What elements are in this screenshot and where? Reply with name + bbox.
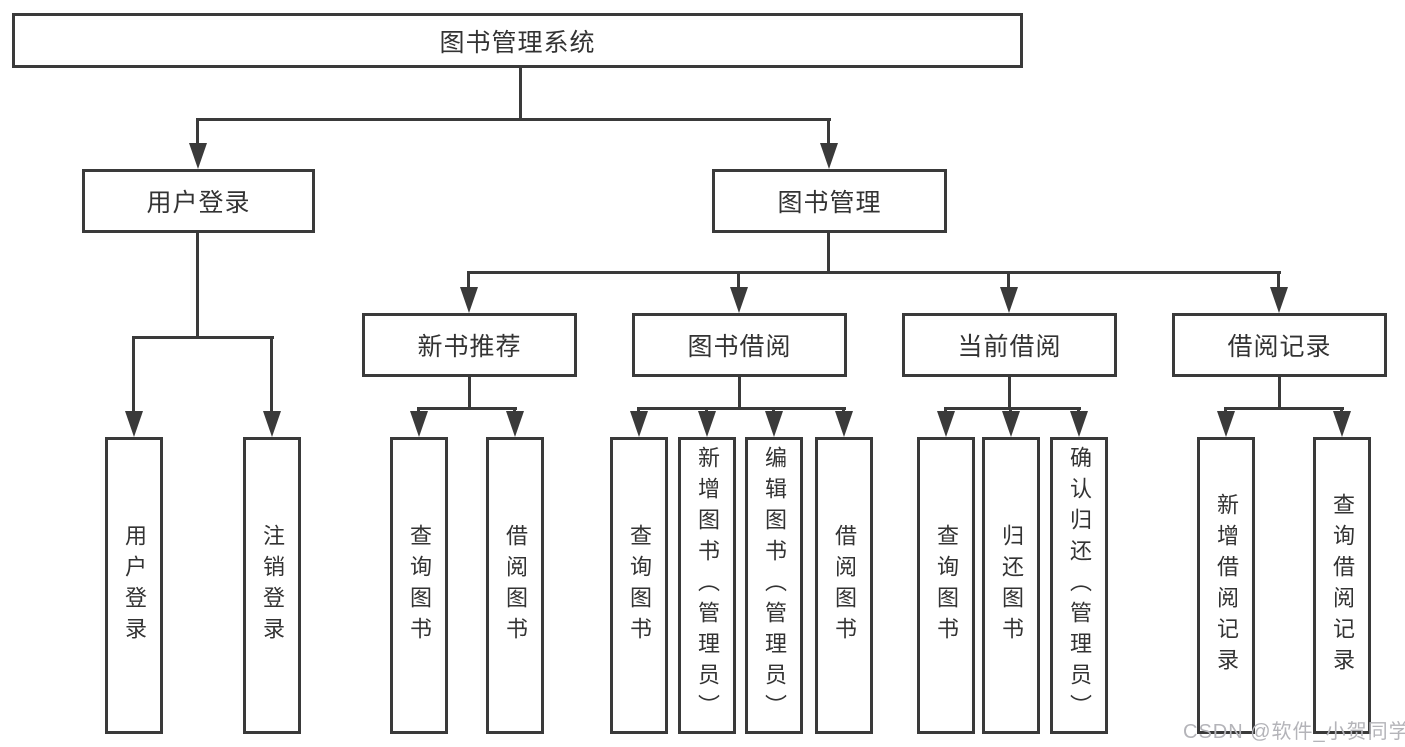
arrow-to-leaf-logout — [263, 336, 281, 437]
connector-borrowing-stem — [738, 377, 741, 410]
node-borrowing-records-label: 借阅记录 — [1227, 333, 1332, 361]
arrow-to-book-management — [820, 118, 838, 169]
arrowhead-icon — [835, 411, 853, 437]
csdn-watermark: CSDN @软件_小贺同学 — [1183, 721, 1405, 743]
leaf-current-query-label: 查询图书 — [934, 523, 959, 648]
node-user-login: 用户登录 — [82, 169, 315, 233]
leaf-record-query: 查询借阅记录 — [1313, 437, 1371, 734]
connector-root-stem — [519, 68, 522, 121]
arrow-to-newbook-borrow — [506, 407, 524, 437]
arrow-to-current-borrowing — [1000, 271, 1018, 313]
connector-records-bus — [1224, 407, 1344, 410]
arrowhead-icon — [506, 411, 524, 437]
leaf-user-login-label: 用户登录 — [122, 523, 147, 648]
connector-newbook-stem — [468, 377, 471, 410]
arrowhead-icon — [698, 411, 716, 437]
arrow-to-record-add — [1217, 407, 1235, 437]
node-book-borrowing-label: 图书借阅 — [687, 333, 792, 361]
node-root-label: 图书管理系统 — [439, 28, 596, 57]
arrowhead-icon — [765, 411, 783, 437]
leaf-current-return-label: 归还图书 — [999, 523, 1024, 648]
leaf-current-confirm-admin: 确认归还（管理员） — [1050, 437, 1108, 734]
node-book-management-label: 图书管理 — [777, 189, 882, 217]
arrowhead-icon — [630, 411, 648, 437]
leaf-newbook-borrow-label: 借阅图书 — [503, 523, 528, 648]
node-book-management: 图书管理 — [712, 169, 947, 233]
connector-current-bus — [944, 407, 1081, 410]
leaf-borrow-query: 查询图书 — [610, 437, 668, 734]
connector-current-stem — [1008, 377, 1011, 410]
arrow-to-current-confirm — [1070, 407, 1088, 437]
connector-newbook-bus — [417, 407, 517, 410]
connector-records-stem — [1278, 377, 1281, 410]
arrowhead-icon — [1002, 411, 1020, 437]
leaf-logout-label: 注销登录 — [260, 523, 285, 648]
arrow-to-user-login — [189, 118, 207, 169]
leaf-record-add-label: 新增借阅记录 — [1214, 492, 1239, 679]
arrowhead-icon — [1000, 287, 1018, 313]
arrowhead-icon — [125, 411, 143, 437]
arrowhead-icon — [1070, 411, 1088, 437]
leaf-record-add: 新增借阅记录 — [1197, 437, 1255, 734]
arrow-to-book-borrowing — [730, 271, 748, 313]
node-new-book-recommend: 新书推荐 — [362, 313, 577, 377]
node-current-borrowing: 当前借阅 — [902, 313, 1117, 377]
leaf-logout: 注销登录 — [243, 437, 301, 734]
arrow-to-current-return — [1002, 407, 1020, 437]
arrow-to-leaf-user-login — [125, 336, 143, 437]
connector-bookmgmt-stem — [827, 233, 830, 274]
leaf-newbook-query-label: 查询图书 — [407, 523, 432, 648]
arrowhead-icon — [460, 287, 478, 313]
leaf-borrow-borrow-label: 借阅图书 — [832, 523, 857, 648]
leaf-borrow-edit-admin: 编辑图书（管理员） — [745, 437, 803, 734]
arrowhead-icon — [1270, 287, 1288, 313]
leaf-newbook-borrow: 借阅图书 — [486, 437, 544, 734]
arrow-to-borrow-query — [630, 407, 648, 437]
connector-userlogin-stem — [196, 233, 199, 339]
arrow-to-borrowing-records — [1270, 271, 1288, 313]
arrowhead-icon — [730, 287, 748, 313]
connector-level1-bus — [196, 118, 831, 121]
arrow-to-new-book-recommend — [460, 271, 478, 313]
node-user-login-label: 用户登录 — [146, 189, 251, 217]
arrowhead-icon — [1333, 411, 1351, 437]
arrowhead-icon — [263, 411, 281, 437]
node-root: 图书管理系统 — [12, 13, 1023, 68]
leaf-user-login: 用户登录 — [105, 437, 163, 734]
node-current-borrowing-label: 当前借阅 — [957, 333, 1062, 361]
arrow-to-borrow-borrow — [835, 407, 853, 437]
arrow-to-borrow-add — [698, 407, 716, 437]
arrowhead-icon — [1217, 411, 1235, 437]
node-new-book-recommend-label: 新书推荐 — [417, 333, 522, 361]
leaf-record-query-label: 查询借阅记录 — [1330, 492, 1355, 679]
leaf-borrow-edit-admin-label: 编辑图书（管理员） — [762, 446, 787, 725]
leaf-borrow-add-admin-label: 新增图书（管理员） — [695, 446, 720, 725]
node-borrowing-records: 借阅记录 — [1172, 313, 1387, 377]
leaf-current-return: 归还图书 — [982, 437, 1040, 734]
leaf-current-query: 查询图书 — [917, 437, 975, 734]
leaf-newbook-query: 查询图书 — [390, 437, 448, 734]
arrowhead-icon — [189, 143, 207, 169]
arrow-to-current-query — [937, 407, 955, 437]
arrow-to-borrow-edit — [765, 407, 783, 437]
arrow-to-record-query — [1333, 407, 1351, 437]
connector-level3-bus — [467, 271, 1281, 274]
arrow-to-newbook-query — [410, 407, 428, 437]
leaf-borrow-borrow: 借阅图书 — [815, 437, 873, 734]
connector-userlogin-bus — [132, 336, 274, 339]
arrowhead-icon — [937, 411, 955, 437]
leaf-borrow-query-label: 查询图书 — [627, 523, 652, 648]
leaf-current-confirm-admin-label: 确认归还（管理员） — [1067, 446, 1092, 725]
node-book-borrowing: 图书借阅 — [632, 313, 847, 377]
leaf-borrow-add-admin: 新增图书（管理员） — [678, 437, 736, 734]
arrowhead-icon — [820, 143, 838, 169]
arrowhead-icon — [410, 411, 428, 437]
connector-borrowing-bus — [637, 407, 846, 410]
